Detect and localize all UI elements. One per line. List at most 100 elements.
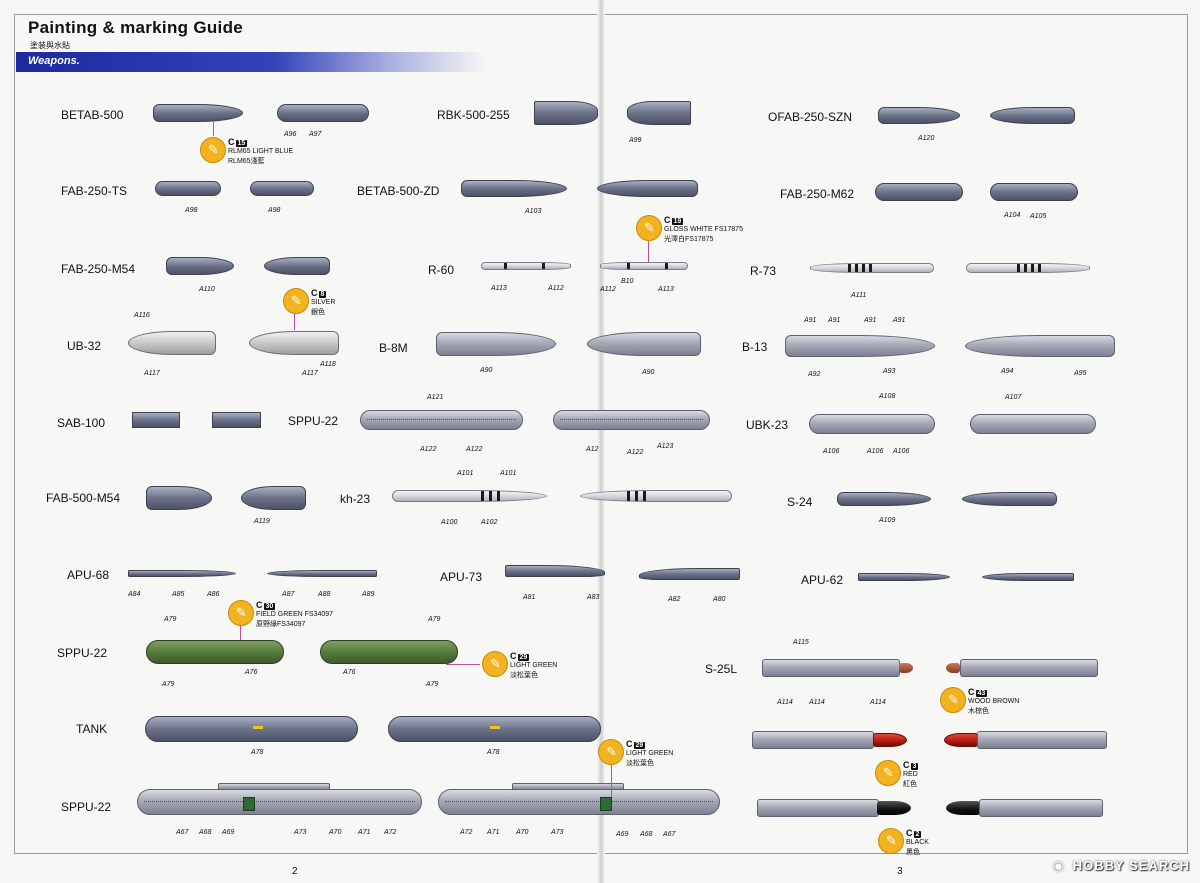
paint-brush-icon: ✎ [208, 142, 219, 157]
part-label: A81 [523, 594, 536, 601]
part-label: A84 [128, 591, 141, 598]
part-label: A122 [420, 446, 437, 453]
part-label: A93 [883, 368, 896, 375]
weapon-name-kh-23: kh-23 [340, 492, 371, 506]
fab-250-m54-side-b [264, 257, 330, 275]
part-label: A103 [525, 208, 542, 215]
weapon-name-ofab-250-szn: OFAB-250-SZN [768, 110, 853, 124]
sab-100-side-b [212, 412, 261, 428]
r-73-side-b [966, 263, 1090, 273]
part-label: A106 [893, 448, 910, 455]
s-25l-black-tip [946, 801, 980, 815]
part-label: A78 [487, 749, 500, 756]
weapon-name-betab-500: BETAB-500 [61, 108, 124, 122]
color-local-name: 黑色 [906, 849, 920, 856]
s-25l-brown-tip [946, 663, 960, 673]
watermark: ◉ HOBBY SEARCH [1053, 858, 1190, 873]
betab-500-zd-side-b [597, 180, 698, 197]
color-leader [446, 664, 480, 665]
part-label: A122 [627, 449, 644, 456]
b-8m-side-b [587, 332, 701, 356]
color-badge: ✎ [228, 600, 254, 626]
part-label: A71 [487, 829, 500, 836]
part-label: A101 [457, 470, 474, 477]
color-badge: ✎ [636, 215, 662, 241]
paint-brush-icon: ✎ [883, 765, 894, 780]
color-badge: ✎ [200, 137, 226, 163]
color-leader [648, 241, 649, 263]
part-label: A111 [851, 292, 867, 299]
color-leader [294, 310, 295, 330]
part-label: A116 [134, 312, 150, 319]
part-label: A91 [864, 317, 877, 324]
part-label: A69 [616, 831, 629, 838]
weapon-name-r-73: R-73 [750, 264, 777, 278]
paint-brush-icon: ✎ [606, 744, 617, 759]
part-label: A122 [466, 446, 483, 453]
color-name: GLOSS WHITE FS17875 [664, 226, 743, 233]
part-label: A79 [426, 681, 439, 688]
weapon-name-r-60: R-60 [428, 263, 455, 277]
part-label: A105 [1030, 213, 1047, 220]
sppu-22-gray-panel [243, 797, 255, 811]
part-label: A94 [1001, 368, 1014, 375]
part-label: A99 [629, 137, 642, 144]
weapon-name-sppu-22-green: SPPU-22 [57, 646, 108, 660]
fab-500-m54-side-b [241, 486, 306, 510]
fab-250-m62-side-b [990, 183, 1078, 201]
sppu-22-mid-side-a [360, 410, 523, 430]
part-label: A79 [428, 616, 441, 623]
weapon-name-fab-500-m54: FAB-500-M54 [46, 491, 121, 505]
ub-32-side-b [249, 331, 339, 355]
part-label: A120 [918, 135, 935, 142]
paint-brush-icon: ✎ [291, 293, 302, 308]
ofab-250-szn-side-b [990, 107, 1075, 124]
page-gutter [597, 0, 605, 883]
part-label: A110 [199, 286, 215, 293]
sppu-22-mid-side-b [553, 410, 710, 430]
color-name: LIGHT GREEN [626, 750, 674, 757]
part-label: A91 [893, 317, 906, 324]
paint-brush-icon: ✎ [644, 220, 655, 235]
apu-62-side-b [982, 573, 1074, 581]
part-label: A72 [384, 829, 397, 836]
betab-500-side-a [153, 104, 243, 122]
part-label: A67 [663, 831, 676, 838]
right-page-frame [604, 14, 1188, 854]
paint-brush-icon: ✎ [490, 656, 501, 671]
ubk-23-side-b [970, 414, 1096, 434]
part-label: A101 [500, 470, 517, 477]
color-badge: ✎ [878, 828, 904, 854]
fab-250-m54-side-a [166, 257, 234, 275]
weapon-name-apu-68: APU-68 [67, 568, 110, 582]
paint-brush-icon: ✎ [886, 833, 897, 848]
part-label: A119 [254, 518, 270, 525]
apu-73-side-b [639, 568, 740, 580]
apu-68-side-b [267, 570, 377, 577]
color-badge: ✎ [283, 288, 309, 314]
part-label: A95 [1074, 370, 1087, 377]
color-name: BLACK [906, 839, 929, 846]
s-25l-red-tip [944, 733, 978, 747]
part-label: A98 [268, 207, 281, 214]
paint-brush-icon: ✎ [948, 692, 959, 707]
part-label: A70 [329, 829, 342, 836]
r-60-side-b [600, 262, 688, 270]
part-label: A72 [460, 829, 473, 836]
b-8m-side-a [436, 332, 556, 356]
weapon-name-s-25l: S-25L [705, 662, 738, 676]
part-label: A98 [185, 207, 198, 214]
part-label: A115 [793, 639, 809, 646]
rbk-500-255-side-a [534, 101, 598, 125]
part-label: A83 [587, 594, 600, 601]
part-label: A104 [1004, 212, 1021, 219]
tank-side-a [145, 716, 358, 742]
weapon-name-apu-62: APU-62 [801, 573, 844, 587]
apu-62-side-a [858, 573, 950, 581]
betab-500-zd-side-a [461, 180, 567, 197]
color-name: RED [903, 771, 918, 778]
weapon-name-b-8m: B-8M [379, 341, 408, 355]
